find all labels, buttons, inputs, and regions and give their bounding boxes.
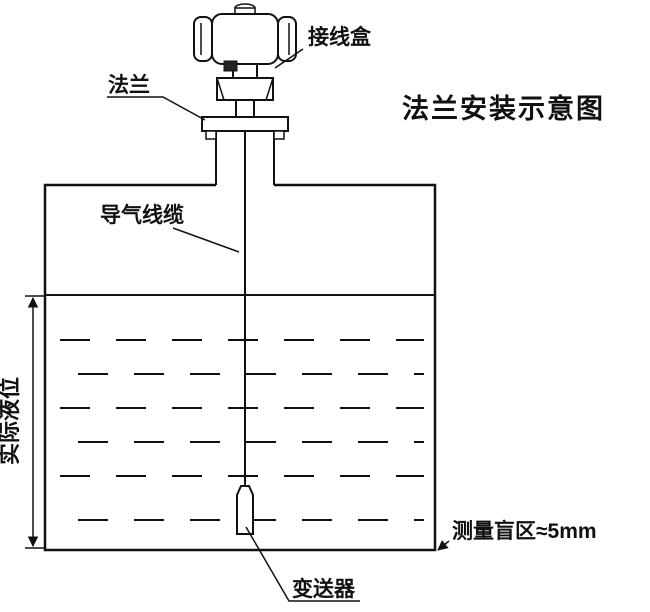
junction-box-label: 接线盒 (308, 25, 372, 49)
air-cable-leader-line (172, 227, 240, 253)
transmitter-head (193, 3, 297, 118)
nut-facet-left (216, 77, 225, 101)
actual-level-label: 实际液位 (0, 377, 22, 465)
flange-bolt-left (205, 130, 217, 140)
blind-zone-label: 测量盲区≈5mm (452, 519, 597, 543)
nut-facet-right (265, 77, 274, 101)
head-cap-right (277, 16, 297, 62)
probe-transmitter-body (236, 485, 254, 535)
level-dimension (25, 295, 45, 549)
transmitter-label: 变送器 (292, 577, 356, 601)
flange-bolt-right (273, 130, 285, 140)
liquid-dashes (60, 339, 424, 521)
flange-label: 法兰 (108, 73, 150, 97)
head-housing (211, 13, 279, 65)
tank-outline (43, 183, 437, 552)
process-connector (235, 99, 255, 118)
flange-leader-line (107, 96, 206, 121)
cable-gland (223, 60, 238, 72)
blind-zone-leader-line (437, 539, 450, 551)
air-cable-label: 导气线缆 (100, 203, 184, 227)
head-cap-left (193, 16, 213, 62)
transmitter-leader-line (245, 526, 360, 602)
diagram-title: 法兰安装示意图 (402, 93, 605, 124)
junction-box-leader-line (274, 48, 304, 69)
coupling-nut (216, 77, 274, 101)
flange-plate (201, 116, 289, 132)
